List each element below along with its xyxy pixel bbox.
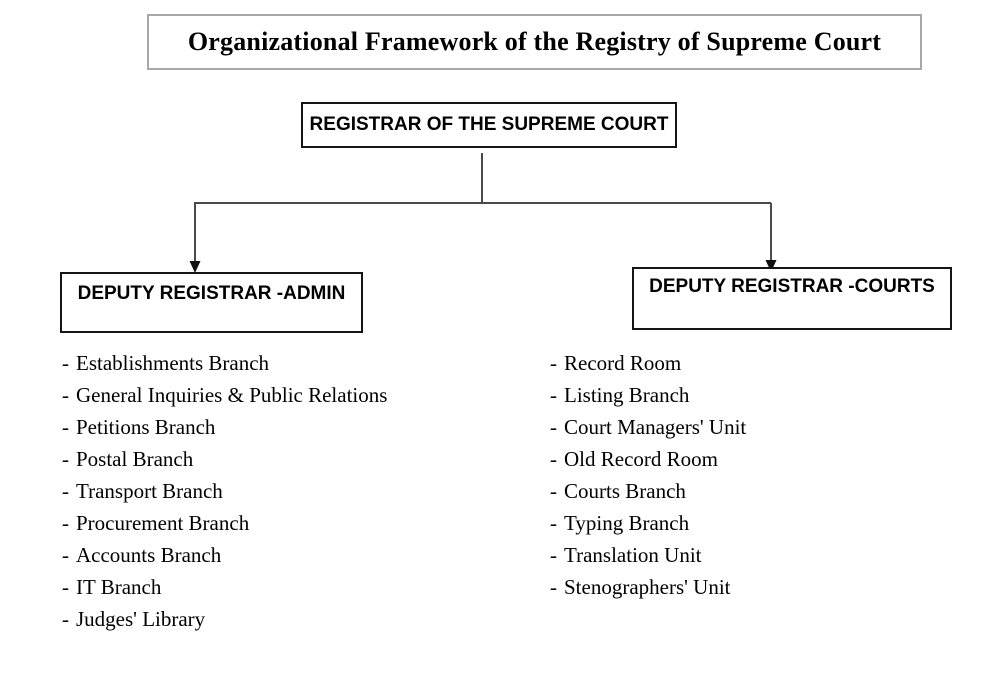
list-item-label: Old Record Room	[564, 447, 718, 471]
bullet: -	[62, 447, 69, 471]
list-item-label: Typing Branch	[564, 511, 690, 535]
bullet: -	[550, 543, 557, 567]
list-item-label: General Inquiries & Public Relations	[76, 383, 388, 407]
list-item-label: Accounts Branch	[76, 543, 222, 567]
bullet: -	[62, 543, 69, 567]
chart-title: Organizational Framework of the Registry…	[187, 27, 882, 56]
list-item-label: Courts Branch	[564, 479, 686, 503]
list-item: -Transport Branch	[62, 475, 387, 507]
node-registrar-label: REGISTRAR OF THE SUPREME COURT	[309, 114, 669, 135]
bullet: -	[62, 415, 69, 439]
bullet: -	[62, 511, 69, 535]
list-item-label: Record Room	[564, 351, 682, 375]
list-item-label: Stenographers' Unit	[564, 575, 731, 599]
list-item: -Postal Branch	[62, 443, 387, 475]
list-item-label: Judges' Library	[76, 607, 206, 631]
list-item: -Old Record Room	[550, 443, 746, 475]
list-item: -IT Branch	[62, 571, 387, 603]
list-item-label: Procurement Branch	[76, 511, 250, 535]
list-item: -Courts Branch	[550, 475, 746, 507]
bullet: -	[550, 479, 557, 503]
bullet: -	[62, 351, 69, 375]
node-deputy-registrar-admin-label: DEPUTY REGISTRAR -ADMIN	[77, 283, 346, 304]
node-registrar: REGISTRAR OF THE SUPREME COURT	[301, 102, 677, 148]
list-item: -Listing Branch	[550, 379, 746, 411]
list-item-label: Postal Branch	[76, 447, 194, 471]
node-deputy-registrar-admin: DEPUTY REGISTRAR -ADMIN	[60, 272, 363, 333]
list-item: -Typing Branch	[550, 507, 746, 539]
list-item-label: Translation Unit	[564, 543, 702, 567]
list-item: -Procurement Branch	[62, 507, 387, 539]
list-item: -Judges' Library	[62, 603, 387, 635]
list-item-label: Listing Branch	[564, 383, 690, 407]
list-item: -Petitions Branch	[62, 411, 387, 443]
bullet: -	[62, 383, 69, 407]
chart-title-box: Organizational Framework of the Registry…	[147, 14, 922, 70]
bullet: -	[62, 607, 69, 631]
list-item-label: Transport Branch	[76, 479, 223, 503]
list-item: -Establishments Branch	[62, 347, 387, 379]
list-item: -Stenographers' Unit	[550, 571, 746, 603]
bullet: -	[62, 479, 69, 503]
list-item-label: Establishments Branch	[76, 351, 270, 375]
node-deputy-registrar-courts-label: DEPUTY REGISTRAR -COURTS	[649, 276, 935, 297]
bullet: -	[62, 575, 69, 599]
list-item-label: Petitions Branch	[76, 415, 216, 439]
node-deputy-registrar-courts: DEPUTY REGISTRAR -COURTS	[632, 267, 952, 330]
bullet: -	[550, 575, 557, 599]
list-item: -Court Managers' Unit	[550, 411, 746, 443]
bullet: -	[550, 447, 557, 471]
bullet: -	[550, 383, 557, 407]
bullet: -	[550, 351, 557, 375]
list-item-label: Court Managers' Unit	[564, 415, 747, 439]
courts-branch-list: -Record Room -Listing Branch -Court Mana…	[550, 347, 746, 603]
admin-branch-list: -Establishments Branch -General Inquirie…	[62, 347, 387, 635]
list-item: -Record Room	[550, 347, 746, 379]
bullet: -	[550, 415, 557, 439]
list-item: -Accounts Branch	[62, 539, 387, 571]
list-item: -General Inquiries & Public Relations	[62, 379, 387, 411]
list-item-label: IT Branch	[76, 575, 162, 599]
list-item: -Translation Unit	[550, 539, 746, 571]
bullet: -	[550, 511, 557, 535]
